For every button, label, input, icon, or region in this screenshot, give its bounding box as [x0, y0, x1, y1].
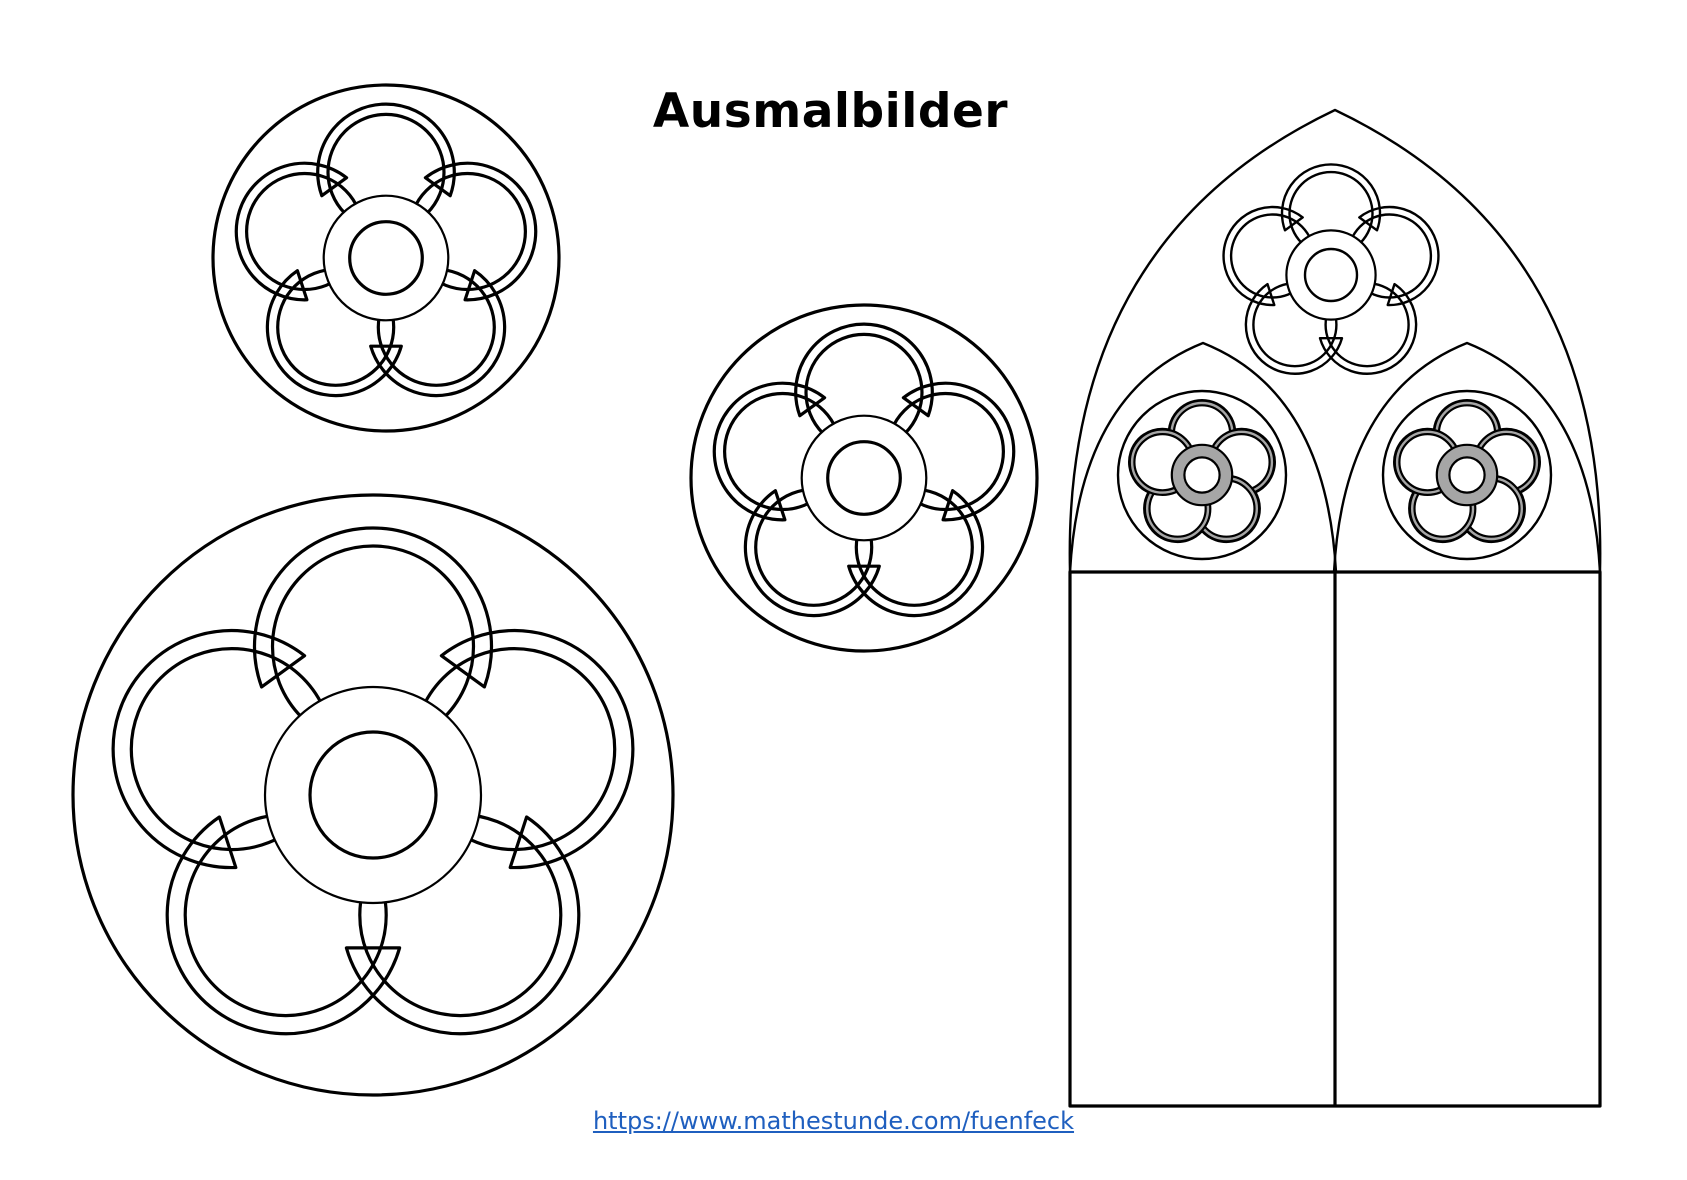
window-top-rosette — [1222, 163, 1440, 375]
rosette-center-ring — [800, 414, 928, 542]
source-link[interactable]: https://www.mathestunde.com/fuenfeck — [592, 1107, 1075, 1135]
rosette-center — [308, 730, 438, 860]
rosette-outer-ring — [71, 493, 675, 1097]
gothic-window — [1068, 108, 1602, 1108]
rosette-center — [348, 220, 424, 296]
window-right-rosette — [1381, 389, 1553, 561]
rosette-outer-ring — [211, 83, 561, 433]
rosette-center-ring — [1285, 229, 1377, 321]
rosette-center-ring — [263, 685, 483, 905]
rosette-outer-ring — [689, 303, 1039, 653]
page-title: Ausmalbilder — [652, 84, 1009, 139]
window-right-arch — [1332, 341, 1602, 573]
rosette-outer-ring — [1116, 389, 1288, 561]
rosette-petal-outline — [1222, 163, 1440, 375]
window-left-arch — [1068, 341, 1338, 573]
rosette-center — [1303, 247, 1359, 303]
rosette-petal-outline — [712, 322, 1016, 618]
rosette-outer-ring — [1381, 389, 1553, 561]
rosette-petal-outline — [234, 102, 538, 398]
rosette-large — [71, 493, 675, 1097]
rosette-center — [826, 440, 902, 516]
rosette-petal-outline — [111, 526, 635, 1036]
rosette-center — [1448, 456, 1486, 494]
rosette-center — [1183, 456, 1221, 494]
window-left-rosette — [1116, 389, 1288, 561]
window-outer-arch — [1068, 108, 1602, 573]
rosette-small — [211, 83, 561, 433]
rosette-center-ring — [322, 194, 450, 322]
rosette-medium — [689, 303, 1039, 653]
